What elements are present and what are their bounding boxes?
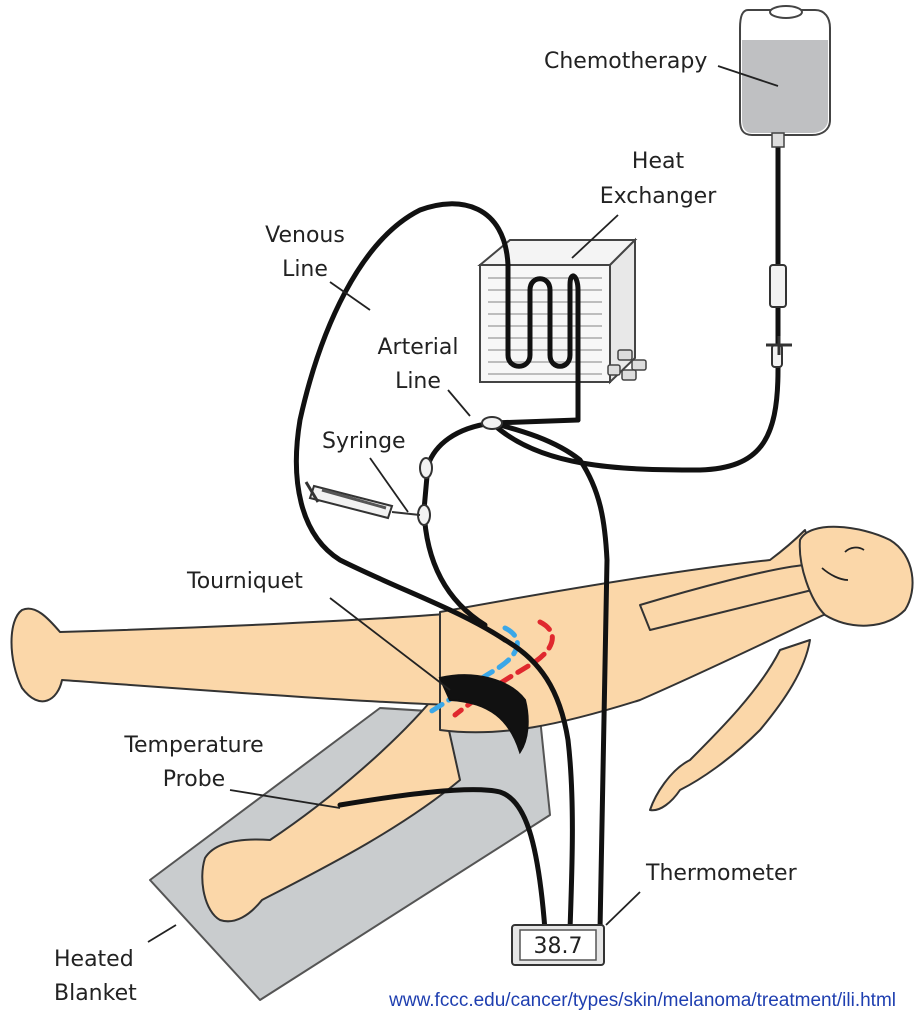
patient-lower-arm — [649, 639, 811, 812]
syringe-device — [304, 481, 421, 520]
patient-raised-leg — [201, 689, 461, 923]
thermometer-device: 38.7 — [511, 924, 605, 966]
label-temperature-probe-line-1: Temperature — [123, 733, 263, 758]
label-heated-blanket-line-2: Blanket — [54, 981, 137, 1006]
label-venous-line-1: Venous — [265, 223, 345, 248]
heat-exchanger — [477, 237, 647, 385]
patient-eye — [844, 546, 865, 553]
tourniquet-band — [438, 674, 529, 755]
label-arterial-line-1: Arterial — [377, 335, 458, 360]
label-heat-exchanger-line-2: Exchanger — [600, 184, 717, 209]
roller-clamp — [766, 336, 792, 355]
label-heat-exchanger-line-1: Heat — [632, 149, 685, 174]
label-heated-blanket-line-1: Heated — [54, 947, 134, 972]
patient-head — [798, 525, 914, 627]
patient-mouth — [821, 567, 849, 581]
label-syringe: Syringe — [322, 429, 406, 454]
temperature-probe-tube — [337, 787, 548, 933]
label-venous-line-2: Line — [282, 257, 328, 282]
source-url: www.fccc.edu/cancer/types/skin/melanoma/… — [388, 990, 896, 1011]
line-connectors — [417, 416, 503, 526]
label-tourniquet: Tourniquet — [186, 569, 303, 594]
label-chemotherapy: Chemotherapy — [544, 49, 707, 74]
patient-figure — [10, 525, 914, 923]
chemotherapy-feed-tube — [489, 132, 781, 473]
thermometer-reading: 38.7 — [534, 934, 583, 959]
return-line-tube — [489, 420, 610, 933]
heat-exchanger-coil — [505, 262, 581, 423]
leader-lines — [147, 65, 779, 943]
chemotherapy-iv-bag — [739, 5, 831, 148]
venous-cannula-dashes — [427, 625, 520, 715]
venous-line-tube — [293, 201, 511, 643]
label-temperature-probe-line-2: Probe — [163, 767, 225, 792]
heat-exchanger-ports — [607, 349, 647, 381]
venous-thermometer-tube — [502, 637, 575, 933]
patient-flat-leg — [10, 607, 471, 706]
label-thermometer: Thermometer — [645, 861, 798, 886]
label-arterial-line-2: Line — [395, 369, 441, 394]
